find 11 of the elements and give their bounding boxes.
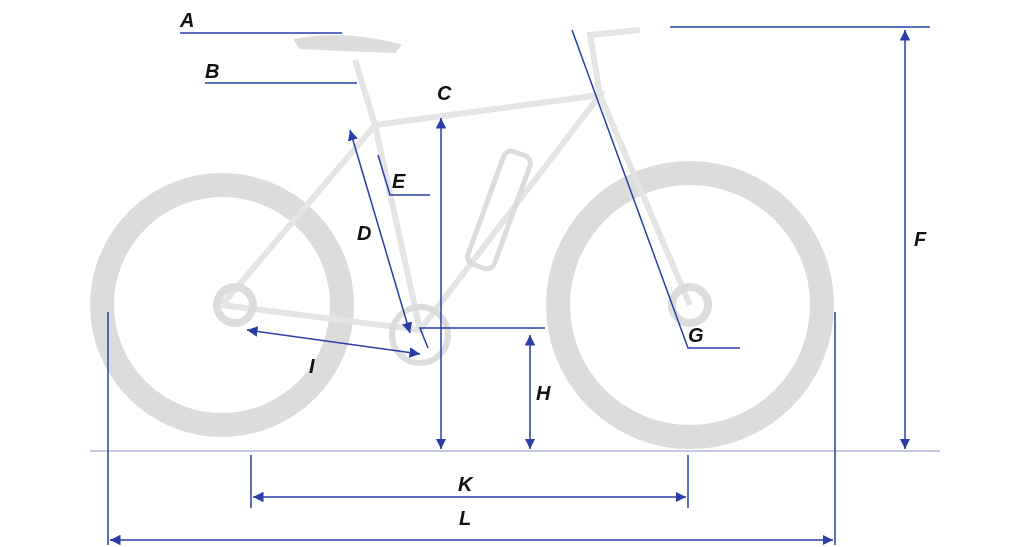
dimension-label: G bbox=[688, 325, 704, 345]
dimension-label: I bbox=[309, 356, 315, 376]
dimension-label: H bbox=[536, 383, 551, 403]
dimension-label: K bbox=[458, 474, 473, 494]
dimension-label: F bbox=[914, 229, 927, 249]
dimension-label: L bbox=[459, 508, 472, 528]
dimension-label: D bbox=[357, 223, 372, 243]
dimension-label: A bbox=[180, 10, 195, 30]
dimension-label: B bbox=[205, 61, 220, 81]
dimension-label: C bbox=[437, 83, 452, 103]
dimension-label: E bbox=[392, 171, 406, 191]
